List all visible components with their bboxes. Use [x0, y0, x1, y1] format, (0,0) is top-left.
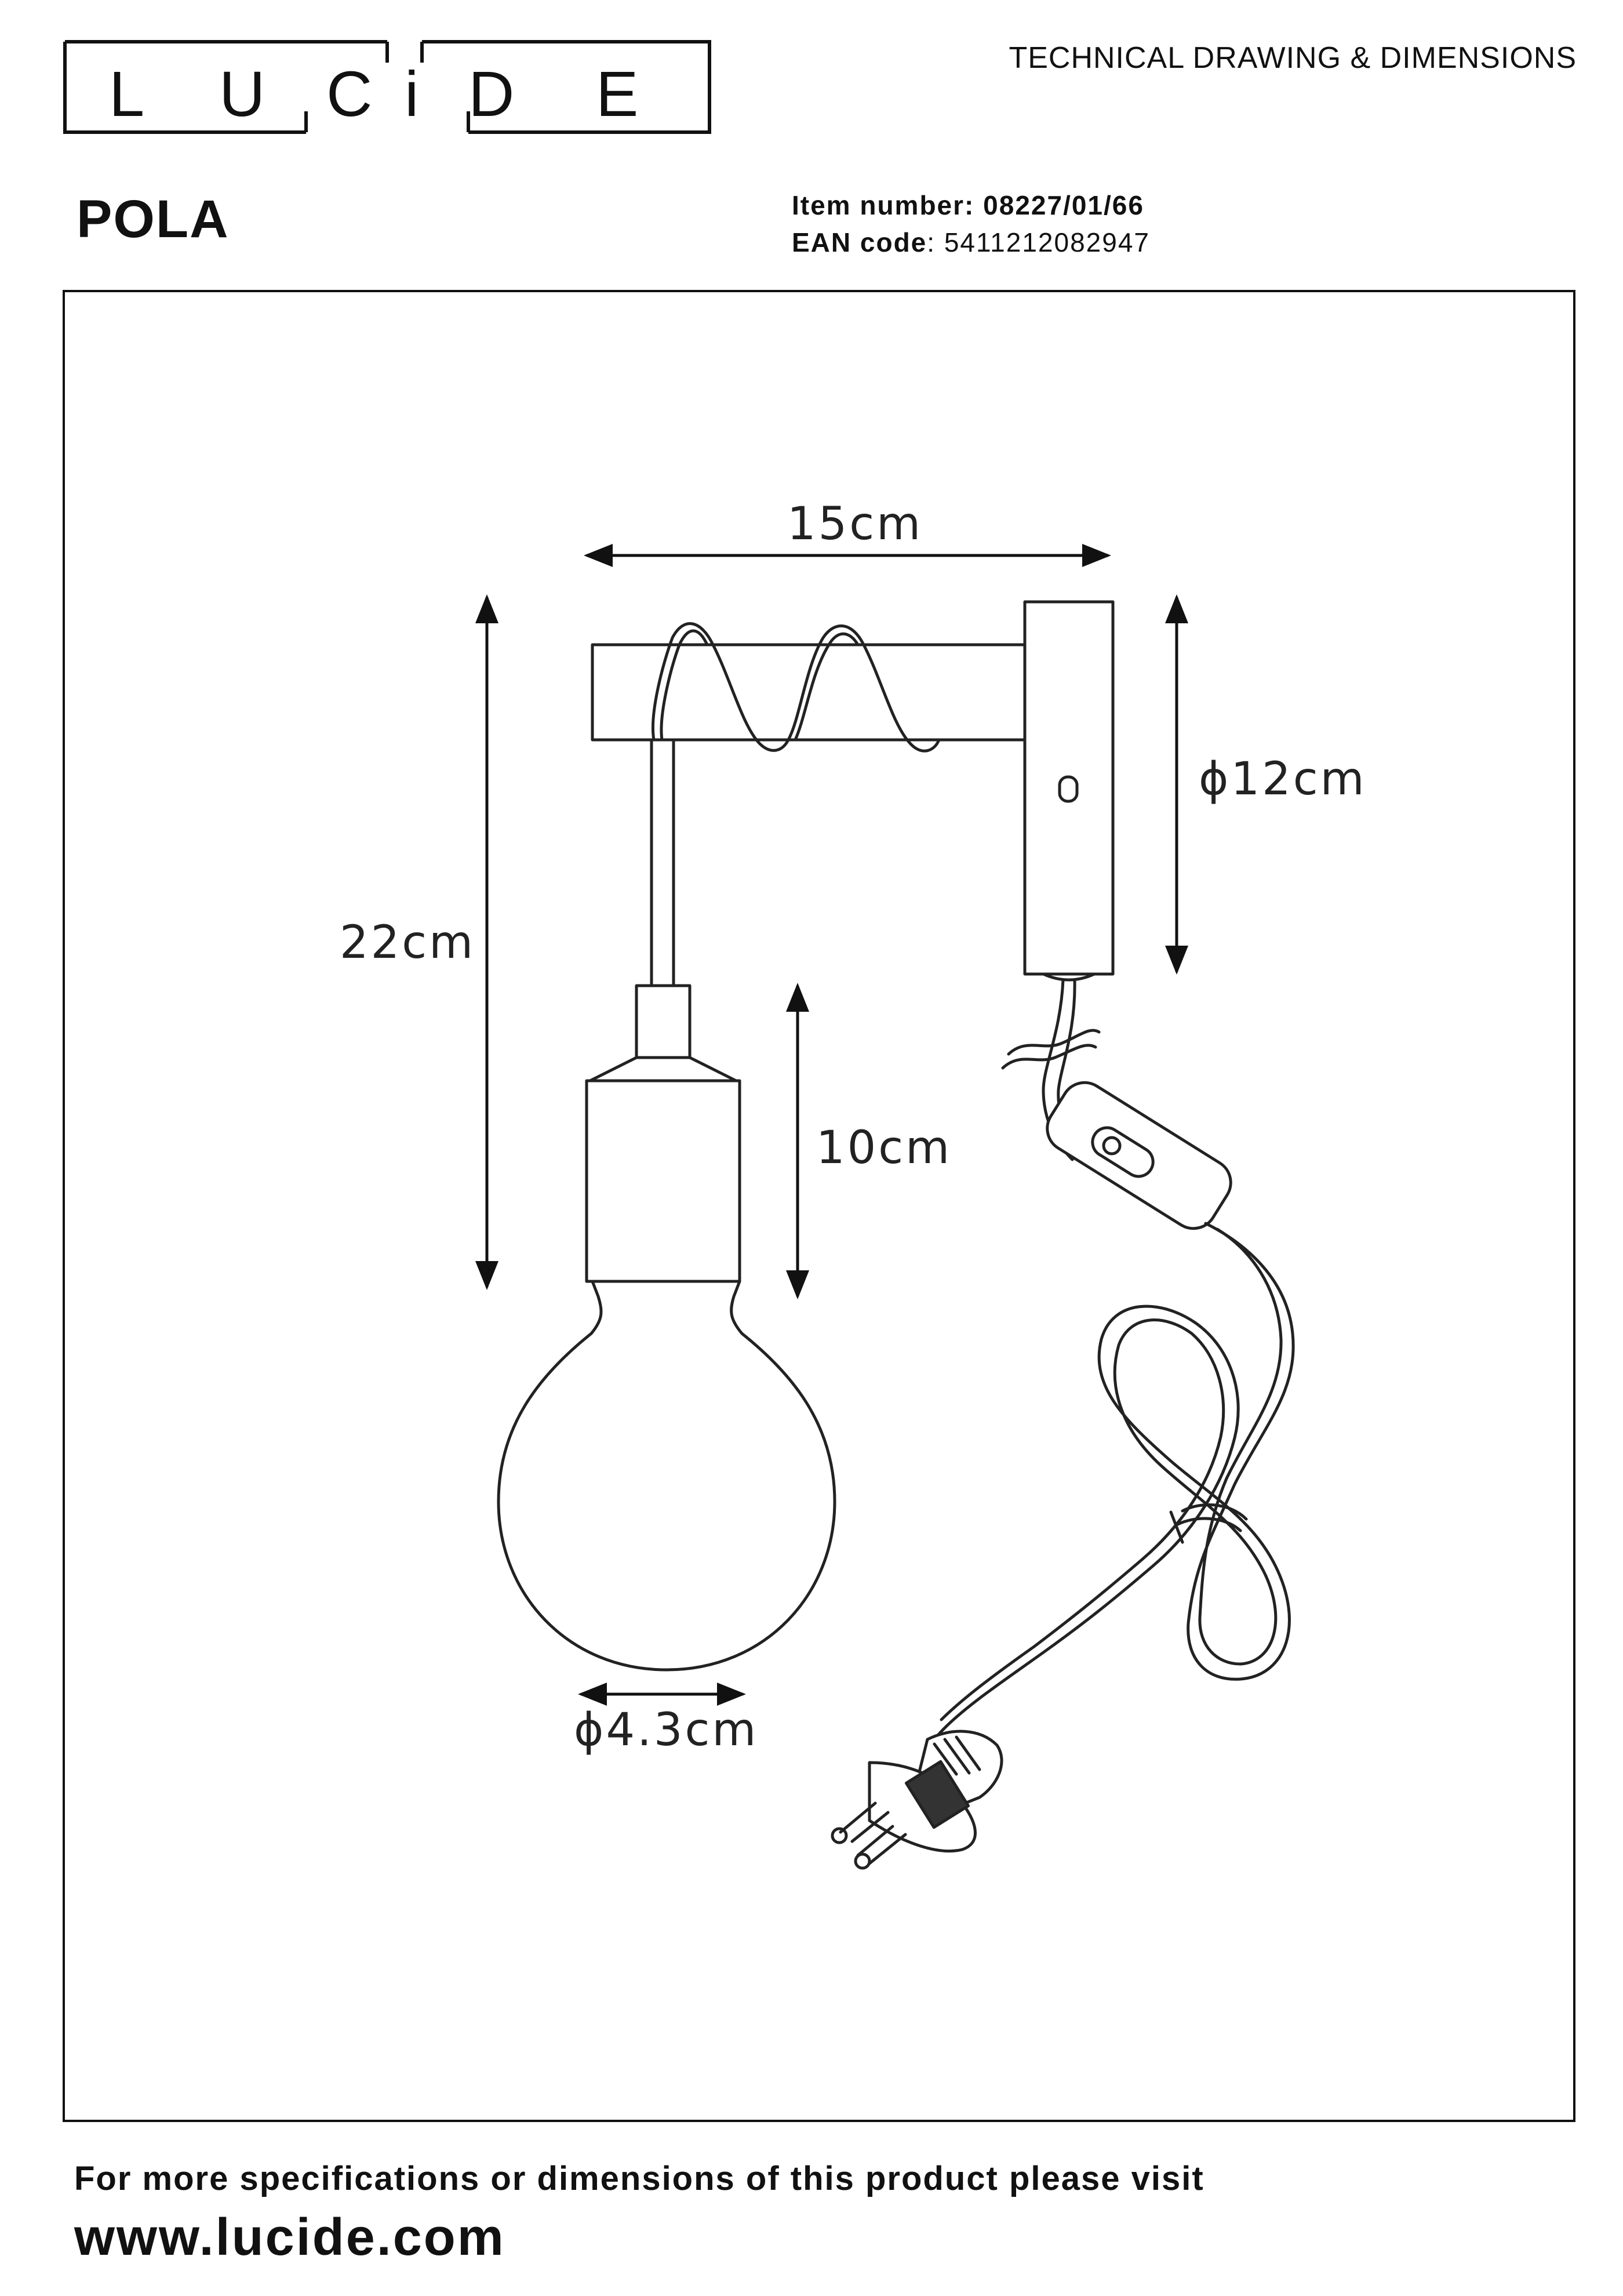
item-number-label: Item number — [792, 190, 965, 220]
cable-break-mark — [1001, 1029, 1101, 1070]
item-number-row: Item number: 08227/01/66 — [792, 190, 1144, 220]
document-type: TECHNICAL DRAWING & DIMENSIONS — [1009, 41, 1577, 75]
coiled-cable — [927, 1222, 1295, 1764]
power-plug — [831, 1730, 1003, 1870]
light-bulb — [497, 1280, 836, 1672]
socket-neck — [588, 1056, 738, 1082]
cable-exit-nub — [1042, 972, 1096, 982]
lucide-logo: L U C i D E — [63, 40, 711, 134]
logo-letter-l: L — [109, 59, 144, 130]
drawing-frame — [63, 290, 1575, 2122]
socket-body — [585, 1079, 741, 1283]
logo-letter-u: U — [219, 59, 265, 130]
footer-text: For more specifications or dimensions of… — [74, 2160, 1204, 2197]
dim-label-socket-diameter: ϕ4.3cm — [574, 1704, 758, 1756]
logo-letter-d: D — [468, 59, 514, 130]
wrapped-cable — [651, 622, 941, 753]
inline-switch-body — [1046, 1081, 1232, 1230]
footer-website-link[interactable]: www.lucide.com — [74, 2208, 505, 2266]
socket-top — [635, 984, 692, 1059]
logo-letter-i: i — [405, 59, 419, 130]
inline-switch-button — [1091, 1126, 1155, 1178]
product-name: POLA — [77, 190, 230, 249]
logo-letter-c: C — [326, 59, 372, 130]
inline-switch-dot — [1102, 1136, 1122, 1156]
dim-label-height: 22cm — [340, 917, 475, 969]
product-meta: Item number: 08227/01/66 EAN code: 54112… — [792, 187, 1150, 261]
dim-label-socket-height: 10cm — [816, 1122, 952, 1174]
ean-code-label: EAN code — [792, 227, 927, 257]
wall-base-plate — [1023, 600, 1115, 976]
base-switch-slot — [1058, 775, 1079, 803]
item-number-value: 08227/01/66 — [983, 190, 1144, 220]
ean-code-row: EAN code: 5411212082947 — [792, 227, 1150, 257]
ean-code-value: 5411212082947 — [944, 227, 1150, 257]
logo-letter-e: E — [596, 59, 638, 130]
dim-label-width: 15cm — [787, 498, 923, 550]
dim-label-base-diameter: ϕ12cm — [1199, 753, 1367, 805]
cable-tie — [1169, 1503, 1248, 1544]
